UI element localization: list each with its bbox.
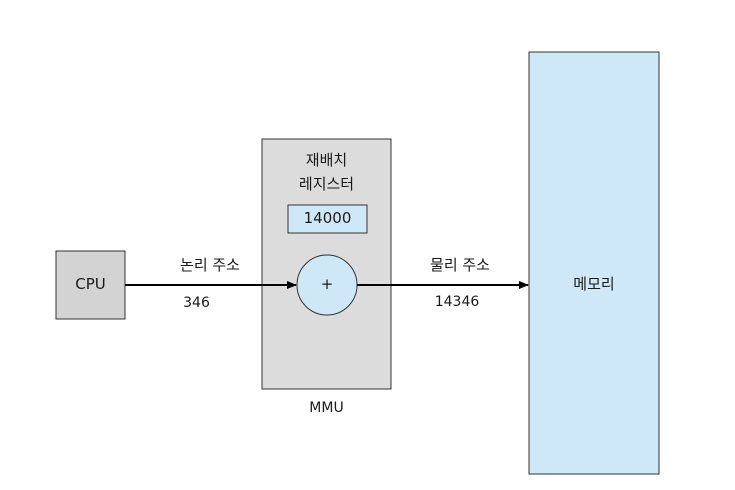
relocation-register-value: 14000 [303, 209, 352, 227]
relocation-register-box [287, 204, 368, 234]
physical-address-label: 물리 주소 [430, 256, 490, 274]
relocation-register-title-line1: 재배치 [305, 151, 348, 169]
cpu-label: CPU [75, 275, 106, 293]
physical-address-value: 14346 [434, 294, 480, 310]
logical-address-value: 346 [183, 295, 210, 311]
adder-symbol: + [320, 275, 334, 293]
relocation-register-title-line2: 레지스터 [298, 175, 355, 193]
memory-label: 메모리 [573, 275, 615, 293]
memory-box [528, 51, 660, 475]
mmu-label: MMU [309, 400, 344, 416]
logical-address-label: 논리 주소 [180, 256, 240, 274]
cpu-box [55, 250, 126, 320]
